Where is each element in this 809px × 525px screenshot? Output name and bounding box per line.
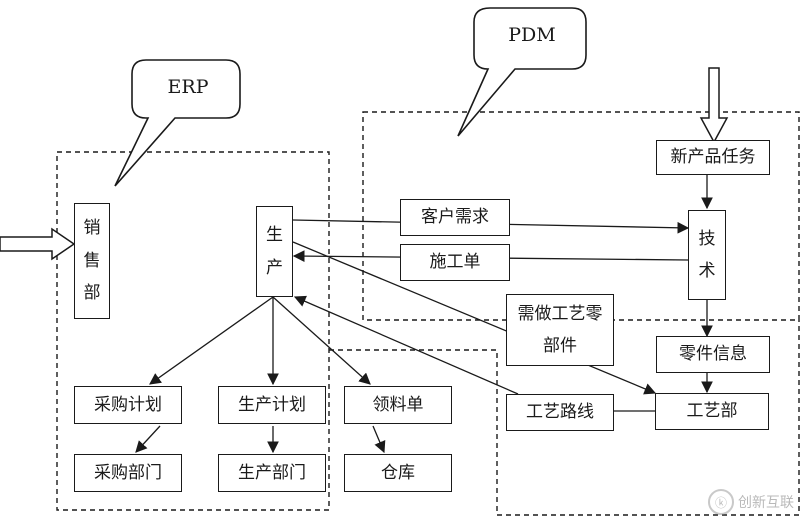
watermark-logo-icon: ⓚ — [708, 489, 734, 515]
production-char-2: 产 — [266, 257, 283, 278]
process-route-box: 工艺路线 — [506, 394, 614, 431]
sales-department-char-3: 部 — [83, 283, 101, 304]
erp-label: ERP — [167, 76, 209, 98]
wire-production-to-process-dept — [292, 241, 657, 395]
purchase-plan-box: 采购计划 — [74, 386, 182, 424]
wire-production-to-requisition — [272, 296, 371, 385]
sales-department-box: 销 售 部 — [74, 203, 110, 319]
watermark-text: 创新互联 — [738, 495, 794, 511]
warehouse-box: 仓库 — [344, 454, 452, 492]
process-parts-line-2: 部件 — [543, 336, 577, 356]
material-requisition-box: 领料单 — [344, 386, 452, 424]
wire-production-to-purchase-plan — [149, 296, 274, 385]
process-parts-box: 需做工艺零 部件 — [506, 294, 614, 366]
parts-info-box: 零件信息 — [656, 336, 770, 373]
pdm-region — [362, 111, 800, 321]
customer-demand-box: 客户需求 — [400, 199, 510, 236]
production-char-1: 生 — [266, 225, 283, 246]
process-parts-line-1: 需做工艺零 — [517, 303, 603, 324]
shared-region — [329, 320, 800, 516]
production-department-box: 生产部门 — [218, 454, 326, 492]
wire-requisition-to-warehouse — [372, 425, 386, 454]
production-box: 生 产 — [256, 206, 293, 297]
new-product-task-box: 新产品任务 — [656, 140, 770, 175]
technology-char-2: 术 — [698, 261, 716, 281]
wire-route-to-production — [293, 295, 519, 395]
purchase-department-box: 采购部门 — [74, 454, 182, 492]
work-order-box: 施工单 — [400, 244, 510, 281]
task-input-arrow — [699, 67, 729, 144]
pdm-label: PDM — [508, 24, 556, 46]
wire-purchase-plan-to-dept — [135, 425, 161, 453]
process-department-box: 工艺部 — [655, 393, 769, 430]
sales-department-char-1: 销 — [83, 218, 101, 239]
production-plan-box: 生产计划 — [218, 386, 326, 424]
technology-box: 技 术 — [688, 210, 726, 300]
sales-input-arrow — [0, 227, 76, 261]
pdm-bubble — [457, 7, 587, 137]
sales-department-char-2: 售 — [83, 250, 101, 271]
erp-region — [56, 151, 330, 511]
watermark: ⓚ 创新互联 — [708, 486, 808, 518]
erp-bubble — [114, 59, 241, 187]
technology-char-1: 技 — [698, 228, 716, 249]
